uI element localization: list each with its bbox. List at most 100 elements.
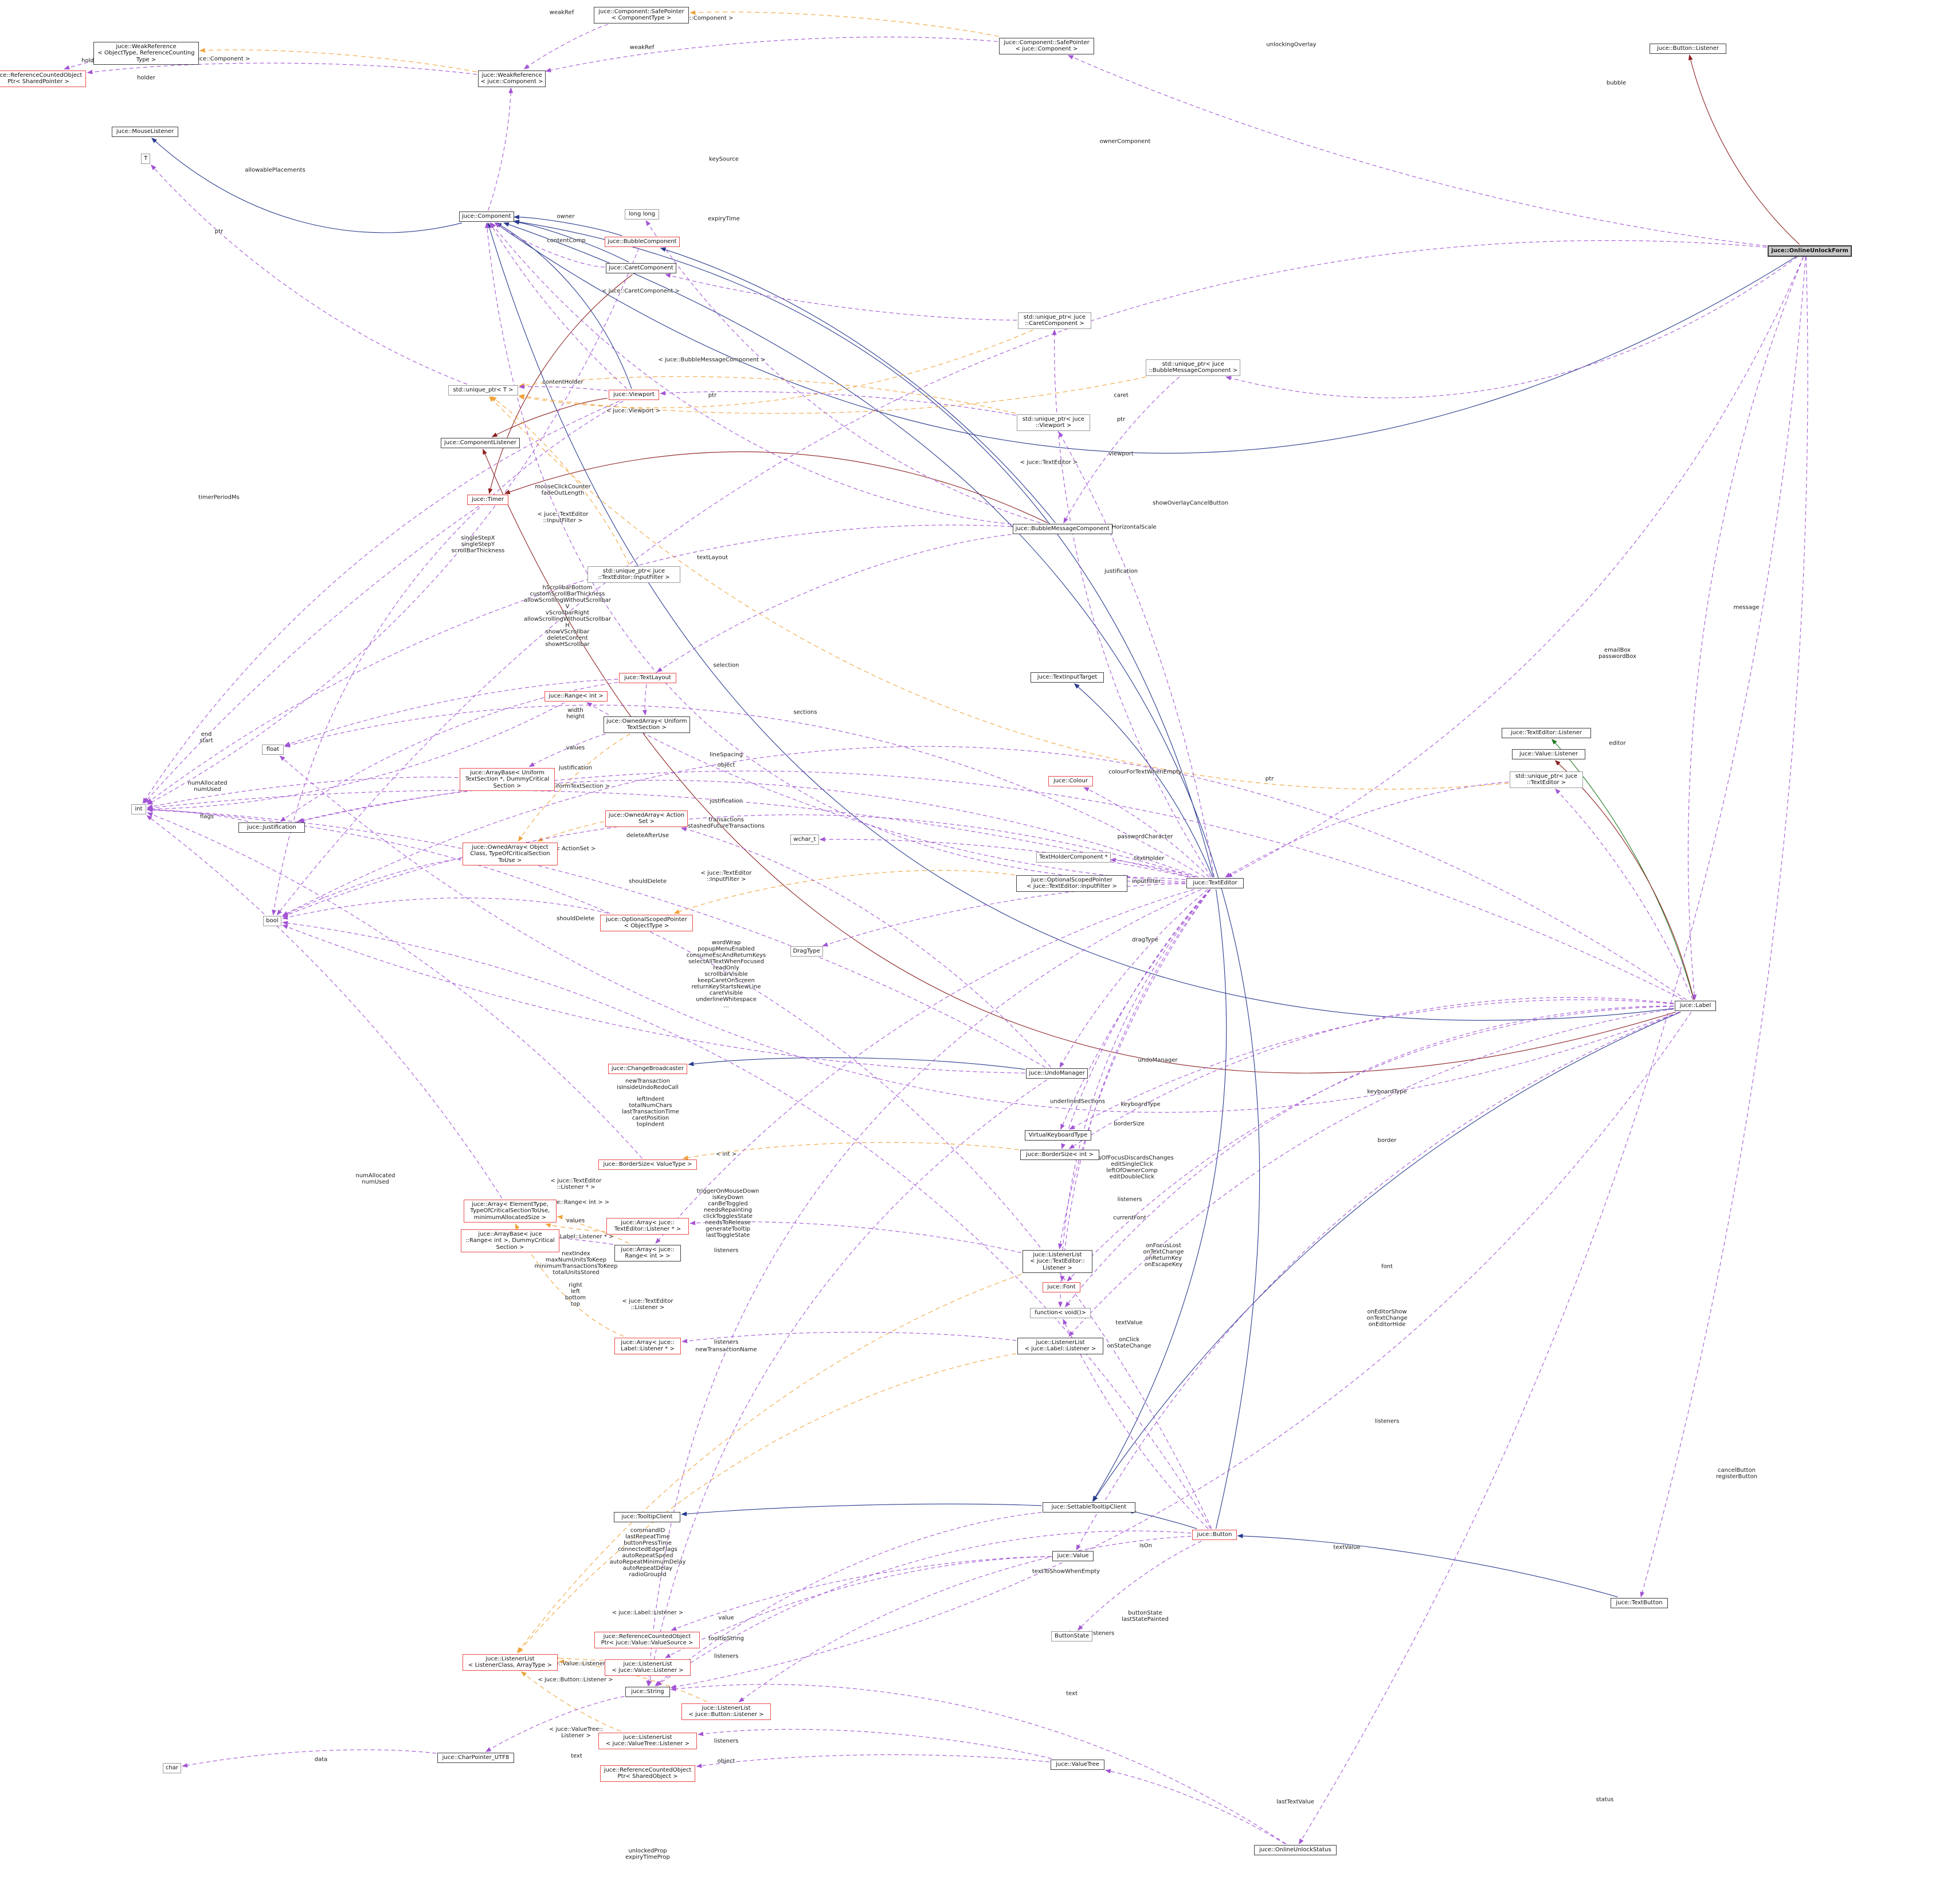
class-node-uptr_caret[interactable]: std::unique_ptr< juce ::CaretComponent >: [1018, 312, 1091, 329]
class-node-component[interactable]: juce::Component: [459, 211, 514, 222]
edge-label-uptr_texteditor: [1555, 788, 1693, 1000]
class-node-uptr_inputfilter[interactable]: std::unique_ptr< juce ::TextEditor::Inpu…: [587, 566, 680, 583]
class-node-float[interactable]: float: [262, 745, 284, 755]
edge-label-ll_label_listener: [1068, 1009, 1674, 1337]
class-node-array_te_listener[interactable]: juce::Array< juce:: TextEditor::Listener…: [606, 1217, 689, 1235]
class-node-uptr_viewport[interactable]: std::unique_ptr< juce ::Viewport >: [1017, 414, 1090, 431]
class-node-owned_array_uts[interactable]: juce::OwnedArray< Uniform TextSection >: [604, 716, 690, 733]
class-node-change_broadcaster[interactable]: juce::ChangeBroadcaster: [608, 1064, 688, 1074]
edge-online_unlock_form-text_button: [1640, 256, 1808, 1598]
class-node-array_label_listener[interactable]: juce::Array< juce:: Label::Listener * >: [614, 1337, 681, 1354]
class-node-ll_button_listener[interactable]: juce::ListenerList < juce::Button::Liste…: [681, 1703, 771, 1720]
class-node-justification[interactable]: juce::Justification: [238, 822, 305, 833]
class-node-arraybase_range[interactable]: juce::ArrayBase< juce ::Range< int >, Du…: [460, 1229, 560, 1253]
class-node-function_void[interactable]: function< void()>: [1030, 1308, 1091, 1318]
class-node-range_int[interactable]: juce::Range< int >: [544, 691, 608, 702]
class-node-refptr_shared[interactable]: juce::ReferenceCountedObject Ptr< Shared…: [0, 70, 87, 87]
class-node-ll_valuetree_listener[interactable]: juce::ListenerList < juce::ValueTree::Li…: [598, 1732, 698, 1749]
edge-label-bool: [282, 746, 1687, 1000]
class-node-safeptr_comp[interactable]: juce::Component::SafePointer < juce::Com…: [998, 37, 1095, 54]
edge-label-float: [279, 755, 1679, 1113]
edge-label-value: [1076, 1012, 1680, 1551]
class-node-online_unlock_status[interactable]: juce::OnlineUnlockStatus: [1253, 1845, 1337, 1855]
edge-online_unlock_form-safeptr_comp: [1067, 54, 1767, 246]
class-node-caret_component[interactable]: juce::CaretComponent: [606, 263, 676, 273]
class-node-value[interactable]: juce::Value: [1052, 1551, 1094, 1561]
class-node-text_editor[interactable]: juce::TextEditor: [1186, 878, 1244, 888]
class-node-owned_array_actionset[interactable]: juce::OwnedArray< Action Set >: [605, 810, 688, 827]
class-node-text_layout[interactable]: juce::TextLayout: [619, 673, 676, 683]
edge-safeptr_comp-safeptr_comptype: [689, 10, 999, 37]
class-node-drag_type[interactable]: DragType: [790, 946, 823, 957]
class-node-arraybase_uts[interactable]: juce::ArrayBase< Uniform TextSection *, …: [459, 767, 555, 792]
class-node-weakref_comp[interactable]: juce::WeakReference < juce::Component >: [477, 70, 546, 87]
edge-string-charptr_utf8: [485, 1696, 625, 1752]
class-node-value_listener[interactable]: juce::Value::Listener: [1512, 749, 1585, 759]
class-node-ll_listenerclass[interactable]: juce::ListenerList < ListenerClass, Arra…: [462, 1654, 558, 1671]
class-node-viewport[interactable]: juce::Viewport: [608, 390, 660, 400]
class-node-tooltip_client[interactable]: juce::TooltipClient: [613, 1512, 681, 1522]
class-node-virtual_keyboard[interactable]: VirtualKeyboardType: [1024, 1130, 1092, 1141]
class-node-settable_tooltip[interactable]: juce::SettableTooltipClient: [1043, 1502, 1135, 1513]
class-node-bubble_component[interactable]: juce::BubbleComponent: [605, 237, 680, 247]
class-node-t[interactable]: T: [141, 154, 151, 164]
class-node-bordersize_vt[interactable]: juce::BorderSize< ValueType >: [598, 1159, 698, 1170]
class-node-text_holder[interactable]: TextHolderComponent *: [1036, 852, 1111, 863]
class-node-array_elemtype[interactable]: juce::Array< ElementType, TypeOfCritical…: [464, 1199, 557, 1223]
class-node-refptr_sharedobj[interactable]: juce::ReferenceCountedObject Ptr< Shared…: [600, 1765, 696, 1782]
edge-text_editor-undo_manager: [1059, 889, 1208, 1068]
class-node-ll_te_listener[interactable]: juce::ListenerList < juce::TextEditor:: …: [1022, 1249, 1092, 1274]
class-node-button[interactable]: juce::Button: [1192, 1530, 1237, 1540]
edge-charptr_utf8-char: [182, 1749, 437, 1768]
class-node-te_listener[interactable]: juce::TextEditor::Listener: [1502, 728, 1591, 738]
class-node-valuetree[interactable]: juce::ValueTree: [1051, 1760, 1104, 1770]
class-node-long_long[interactable]: long long: [624, 209, 660, 220]
class-node-component_listener[interactable]: juce::ComponentListener: [440, 438, 520, 448]
class-node-owned_array_obj[interactable]: juce::OwnedArray< Object Class, TypeOfCr…: [462, 842, 558, 866]
class-node-undo_manager[interactable]: juce::UndoManager: [1026, 1068, 1088, 1079]
class-node-bubble_message[interactable]: juce::BubbleMessageComponent: [1012, 524, 1112, 534]
edge-uptr_bubble-uptr_t: [519, 376, 1146, 414]
class-node-label[interactable]: juce::Label: [1675, 1001, 1716, 1011]
edge-label-function_void: [1064, 1005, 1674, 1308]
class-node-font[interactable]: juce::Font: [1043, 1282, 1080, 1292]
class-node-osp_objecttype[interactable]: juce::OptionalScopedPointer < ObjectType…: [600, 914, 693, 931]
edge-ll_te_listener-ll_listenerclass: [516, 1274, 1022, 1654]
edge-value-refptr_valuesource: [671, 1556, 1052, 1631]
class-node-safeptr_comptype[interactable]: juce::Component::SafePointer < Component…: [593, 6, 689, 23]
class-node-weakref_obj[interactable]: juce::WeakReference < ObjectType, Refere…: [93, 41, 199, 65]
class-node-mouse_listener[interactable]: juce::MouseListener: [111, 127, 179, 137]
class-node-uptr_t[interactable]: std::unique_ptr< T >: [448, 385, 518, 395]
edge-value-ll_value_listener: [664, 1556, 1052, 1658]
class-node-string[interactable]: juce::String: [625, 1687, 670, 1697]
class-node-button_listener[interactable]: juce::Button::Listener: [1650, 44, 1726, 54]
edge-timer-int: [143, 506, 479, 804]
edge-uptr_caret-caret_component: [665, 273, 1017, 321]
class-node-int[interactable]: int: [131, 804, 147, 814]
class-node-button_state[interactable]: ButtonState: [1051, 1631, 1092, 1641]
class-node-uptr_bubble[interactable]: std::unique_ptr< juce ::BubbleMessageCom…: [1146, 359, 1241, 376]
class-node-online_unlock_form[interactable]: juce::OnlineUnlockForm: [1768, 245, 1852, 257]
class-node-colour[interactable]: juce::Colour: [1048, 776, 1093, 786]
edge-settable_tooltip-string: [655, 1512, 1042, 1686]
class-node-text_button[interactable]: juce::TextButton: [1611, 1598, 1668, 1608]
edge-ll_value_listener-ll_listenerclass: [554, 1656, 604, 1661]
class-node-array_range_int[interactable]: juce::Array< juce:: Range< int > >: [614, 1244, 681, 1262]
class-node-char[interactable]: char: [162, 1763, 182, 1773]
class-node-wchar[interactable]: wchar_t: [790, 835, 819, 845]
class-node-timer[interactable]: juce::Timer: [467, 495, 508, 505]
class-node-text_input_target[interactable]: juce::TextInputTarget: [1031, 672, 1104, 683]
class-node-ll_label_listener[interactable]: juce::ListenerList < juce::Label::Listen…: [1017, 1337, 1103, 1354]
edge-text_editor-colour: [1083, 787, 1209, 877]
edge-button-ll_button_listener: [738, 1535, 1192, 1703]
class-node-bool[interactable]: bool: [263, 916, 282, 926]
edge-ll_valuetree_listener-ll_listenerclass: [520, 1671, 621, 1732]
class-node-ll_value_listener[interactable]: juce::ListenerList < juce::Value::Listen…: [605, 1659, 691, 1676]
class-node-osp_inputfilter[interactable]: juce::OptionalScopedPointer < juce::Text…: [1016, 875, 1128, 892]
class-node-refptr_valuesource[interactable]: juce::ReferenceCountedObject Ptr< juce::…: [594, 1631, 700, 1648]
edge-online_unlock_status-string: [670, 1684, 1287, 1844]
class-node-charptr_utf8[interactable]: juce::CharPointer_UTF8: [437, 1753, 514, 1763]
class-node-bordersize_int[interactable]: juce::BorderSize< int >: [1020, 1150, 1100, 1160]
class-node-uptr_texteditor[interactable]: std::unique_ptr< juce ::TextEditor >: [1510, 771, 1583, 788]
